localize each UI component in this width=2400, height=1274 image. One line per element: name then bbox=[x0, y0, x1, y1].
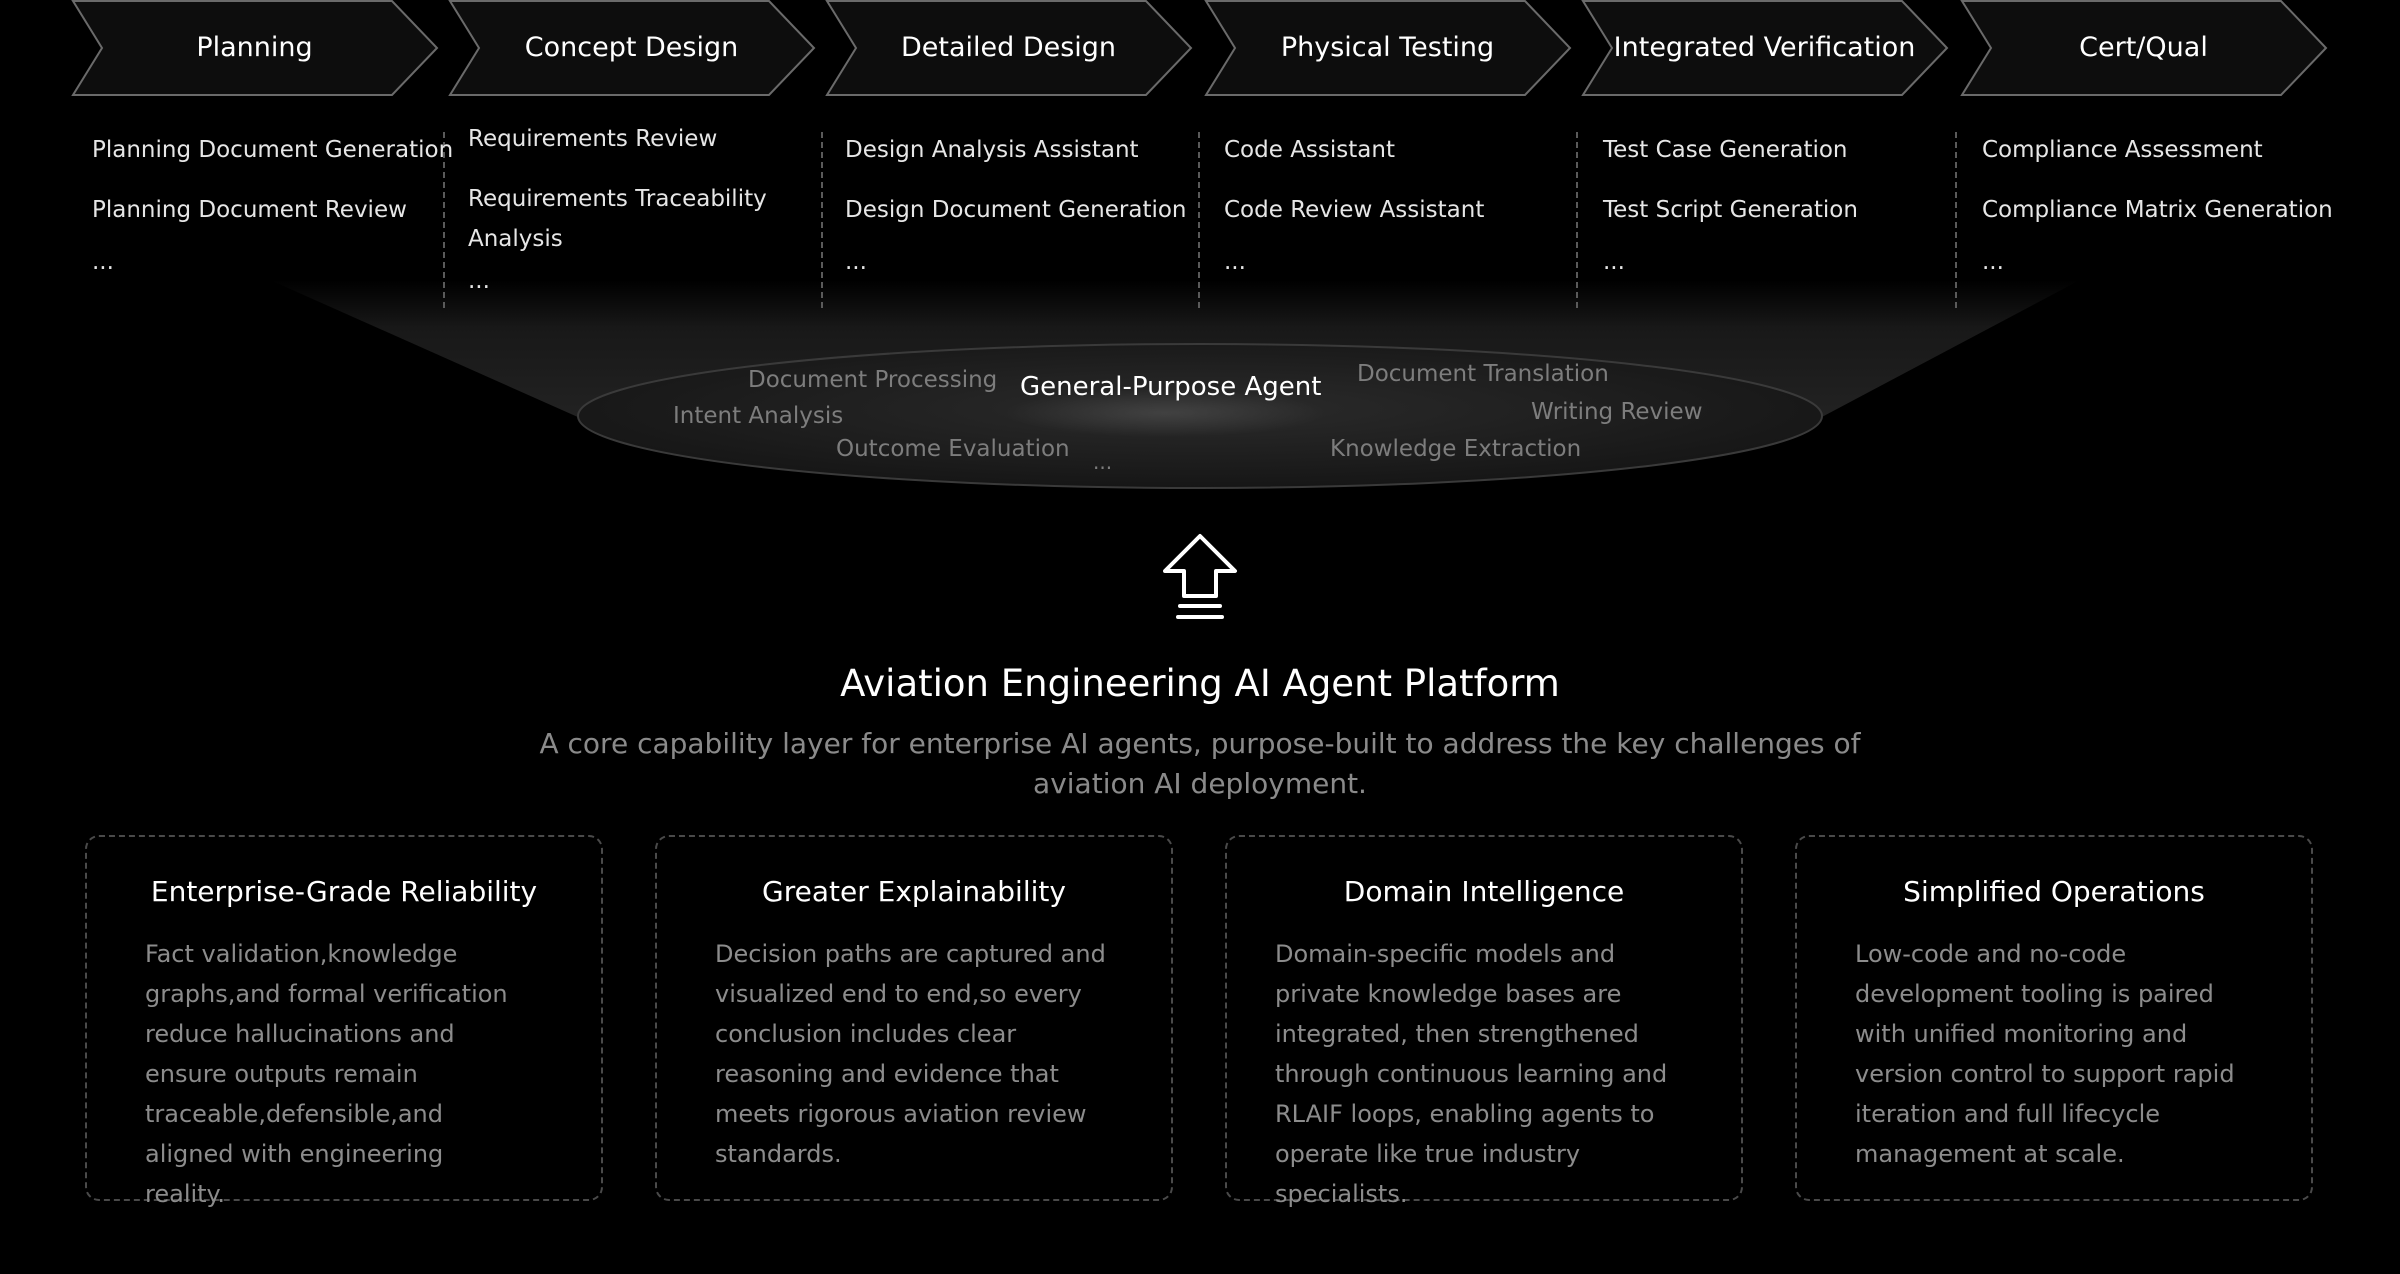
stage-label-integrated-verification: Integrated Verification bbox=[1613, 32, 1916, 63]
feature-body: Decision paths are captured and visualiz… bbox=[715, 940, 1106, 1168]
stage-item-more: ... bbox=[845, 249, 867, 275]
agent-capability: Writing Review bbox=[1531, 399, 1703, 425]
agent-capability: Document Translation bbox=[1357, 361, 1609, 387]
feature-card: Enterprise-Grade Reliability Fact valida… bbox=[85, 835, 603, 1208]
stage-chevron-detailed-design bbox=[825, 0, 1193, 96]
stage-item: Planning Document Review bbox=[92, 197, 407, 223]
stage-item: Planning Document Generation bbox=[92, 137, 454, 163]
stage-item: Design Analysis Assistant bbox=[845, 137, 1139, 163]
stage-items-detailed-design: Design Analysis Assistant Design Documen… bbox=[845, 130, 1205, 294]
stage-item: Test Script Generation bbox=[1603, 197, 1858, 223]
column-divider bbox=[1576, 132, 1578, 308]
stage-chevron-concept-design bbox=[448, 0, 816, 96]
stage-item-more: ... bbox=[1603, 249, 1625, 275]
stage-item: Code Assistant bbox=[1224, 137, 1395, 163]
stage-label-concept-design: Concept Design bbox=[524, 32, 739, 63]
agent-capability: Outcome Evaluation bbox=[836, 436, 1070, 462]
stage-item-more: ... bbox=[1982, 249, 2004, 275]
feature-card: Greater Explainability Decision paths ar… bbox=[655, 835, 1173, 1201]
feature-body: Low-code and no-code development tooling… bbox=[1855, 940, 2235, 1168]
stage-items-concept-design: Requirements Review Requirements Traceab… bbox=[468, 119, 828, 313]
stage-label-cert-qual: Cert/Qual bbox=[2079, 32, 2208, 63]
feature-title: Greater Explainability bbox=[762, 875, 1066, 908]
column-divider bbox=[1198, 132, 1200, 308]
stage-item: Compliance Matrix Generation bbox=[1982, 197, 2333, 223]
column-divider bbox=[443, 132, 445, 308]
feature-body: Domain-specific models and private knowl… bbox=[1275, 940, 1668, 1208]
stage-item-more: ... bbox=[1224, 249, 1246, 275]
stage-items-physical-testing: Code Assistant Code Review Assistant ... bbox=[1224, 130, 1584, 294]
stage-items-integrated-verification: Test Case Generation Test Script Generat… bbox=[1603, 130, 1963, 294]
column-divider bbox=[1955, 132, 1957, 308]
stage-chevron-physical-testing bbox=[1204, 0, 1572, 96]
agent-capability: Intent Analysis bbox=[673, 403, 844, 429]
stage-chevron-integrated-verification bbox=[1581, 0, 1949, 96]
stage-items-planning: Planning Document Generation Planning Do… bbox=[92, 130, 454, 294]
stage-items-cert-qual: Compliance Assessment Compliance Matrix … bbox=[1982, 130, 2342, 294]
stage-label-detailed-design: Detailed Design bbox=[900, 32, 1117, 63]
stage-label-physical-testing: Physical Testing bbox=[1280, 32, 1495, 63]
agent-glow bbox=[1005, 389, 1325, 437]
feature-body: Fact validation,knowledge graphs,and for… bbox=[145, 940, 508, 1208]
platform-description: A core capability layer for enterprise A… bbox=[539, 727, 1861, 800]
feature-title: Domain Intelligence bbox=[1343, 875, 1625, 908]
column-divider bbox=[821, 132, 823, 308]
agent-capability: ... bbox=[1093, 450, 1113, 474]
stage-item: Test Case Generation bbox=[1603, 137, 1848, 163]
stage-label-planning: Planning bbox=[196, 32, 313, 63]
stage-chevron-cert-qual bbox=[1960, 0, 2328, 96]
stage-item: Design Document Generation bbox=[845, 197, 1187, 223]
feature-card: Simplified Operations Low-code and no-co… bbox=[1795, 835, 2313, 1201]
stage-item: Requirements Traceability Analysis bbox=[468, 186, 767, 252]
agent-capability: Knowledge Extraction bbox=[1330, 436, 1582, 462]
agent-label: General-Purpose Agent bbox=[1020, 372, 1322, 402]
platform-title: Aviation Engineering AI Agent Platform bbox=[840, 662, 1560, 705]
stage-item: Requirements Review bbox=[468, 126, 718, 152]
upload-arrow-icon bbox=[1163, 534, 1237, 619]
agent-capability: Document Processing bbox=[748, 367, 998, 393]
stage-item: Code Review Assistant bbox=[1224, 197, 1485, 223]
stage-chevron-planning bbox=[71, 0, 439, 96]
feature-title: Enterprise-Grade Reliability bbox=[150, 875, 538, 908]
stage-item-more: ... bbox=[92, 249, 114, 275]
stage-item-more: ... bbox=[468, 268, 490, 294]
stage-item: Compliance Assessment bbox=[1982, 137, 2263, 163]
feature-card: Domain Intelligence Domain-specific mode… bbox=[1225, 835, 1743, 1208]
feature-title: Simplified Operations bbox=[1903, 875, 2205, 908]
